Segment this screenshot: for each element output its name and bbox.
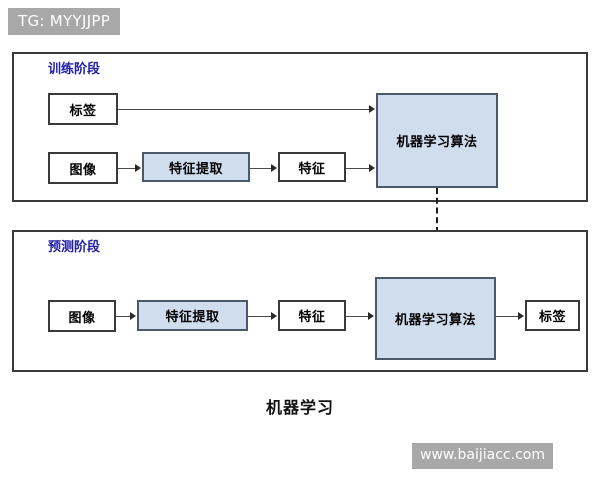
- node-prediction-features: 特征: [278, 300, 346, 331]
- arrowhead-prediction-image-to-extraction: [130, 312, 136, 320]
- arrowhead-training-features-to-ml: [369, 164, 375, 172]
- training-phase-title: 训练阶段: [48, 62, 101, 77]
- node-prediction-feature-extraction: 特征提取: [137, 300, 248, 331]
- node-prediction-image: 图像: [48, 300, 116, 332]
- arrowhead-prediction-extraction-to-features: [271, 312, 277, 320]
- watermark: www.baijiacc.com: [412, 443, 553, 469]
- arrowhead-prediction-features-to-ml: [368, 312, 374, 320]
- tag-banner: TG: MYYJJPP: [8, 8, 121, 35]
- node-training-label: 标签: [48, 93, 118, 125]
- edge-training-features-to-ml: [346, 168, 370, 169]
- arrowhead-training-label-to-ml: [369, 105, 375, 113]
- arrowhead-training-image-to-extraction: [135, 164, 141, 172]
- node-training-ml-algorithm: 机器学习算法: [376, 93, 498, 188]
- node-training-features: 特征: [278, 152, 346, 182]
- edge-training-extraction-to-features: [250, 168, 272, 169]
- edge-training-image-to-extraction: [118, 168, 136, 169]
- node-training-feature-extraction: 特征提取: [142, 152, 250, 182]
- node-training-image: 图像: [48, 152, 118, 184]
- edge-prediction-features-to-ml: [346, 316, 369, 317]
- arrowhead-training-extraction-to-features: [271, 164, 277, 172]
- prediction-phase-title: 预测阶段: [48, 240, 101, 255]
- edge-prediction-extraction-to-features: [248, 316, 272, 317]
- edge-training-label-to-ml: [118, 109, 370, 110]
- node-prediction-ml-algorithm: 机器学习算法: [375, 277, 496, 360]
- edge-prediction-ml-to-label: [496, 316, 519, 317]
- edge-prediction-image-to-extraction: [116, 316, 132, 317]
- node-prediction-label: 标签: [525, 300, 580, 331]
- arrowhead-prediction-ml-to-label: [518, 312, 524, 320]
- diagram-caption: 机器学习: [265, 398, 334, 417]
